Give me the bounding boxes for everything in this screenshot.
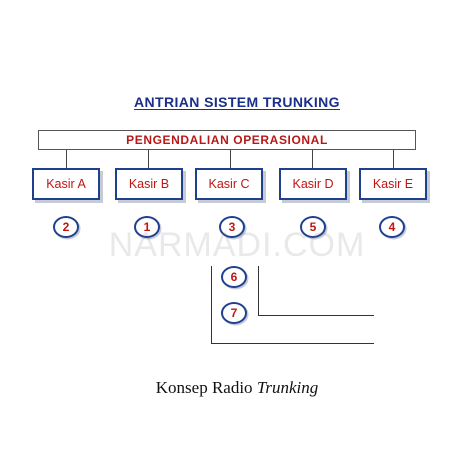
connector-kasir-b	[148, 150, 149, 168]
caption-emphasis: Trunking	[256, 378, 319, 397]
waiting-queue-number-2: 7	[221, 302, 247, 324]
kasir-b-box: Kasir B	[115, 168, 183, 200]
operational-control-box: PENGENDALIAN OPERASIONAL	[38, 130, 416, 150]
waiting-queue-number-1: 6	[221, 266, 247, 288]
waiting-lane-inner-vertical	[258, 266, 259, 316]
waiting-lane-outer-horizontal	[211, 343, 374, 344]
queue-number-kasir-c: 3	[219, 216, 245, 238]
caption-prefix: Konsep Radio	[155, 378, 257, 397]
queue-number-kasir-d: 5	[300, 216, 326, 238]
queue-number-kasir-b: 1	[134, 216, 160, 238]
connector-kasir-c	[230, 150, 231, 168]
connector-kasir-a	[66, 150, 67, 168]
queue-number-kasir-a: 2	[53, 216, 79, 238]
connector-kasir-d	[312, 150, 313, 168]
waiting-lane-outer-vertical	[211, 266, 212, 344]
connector-kasir-e	[393, 150, 394, 168]
figure-caption: Konsep Radio Trunking	[0, 378, 474, 398]
waiting-lane-inner-horizontal	[258, 315, 374, 316]
kasir-a-box: Kasir A	[32, 168, 100, 200]
diagram-title: ANTRIAN SISTEM TRUNKING	[134, 94, 340, 110]
kasir-d-box: Kasir D	[279, 168, 347, 200]
queue-number-kasir-e: 4	[379, 216, 405, 238]
kasir-c-box: Kasir C	[195, 168, 263, 200]
kasir-e-box: Kasir E	[359, 168, 427, 200]
